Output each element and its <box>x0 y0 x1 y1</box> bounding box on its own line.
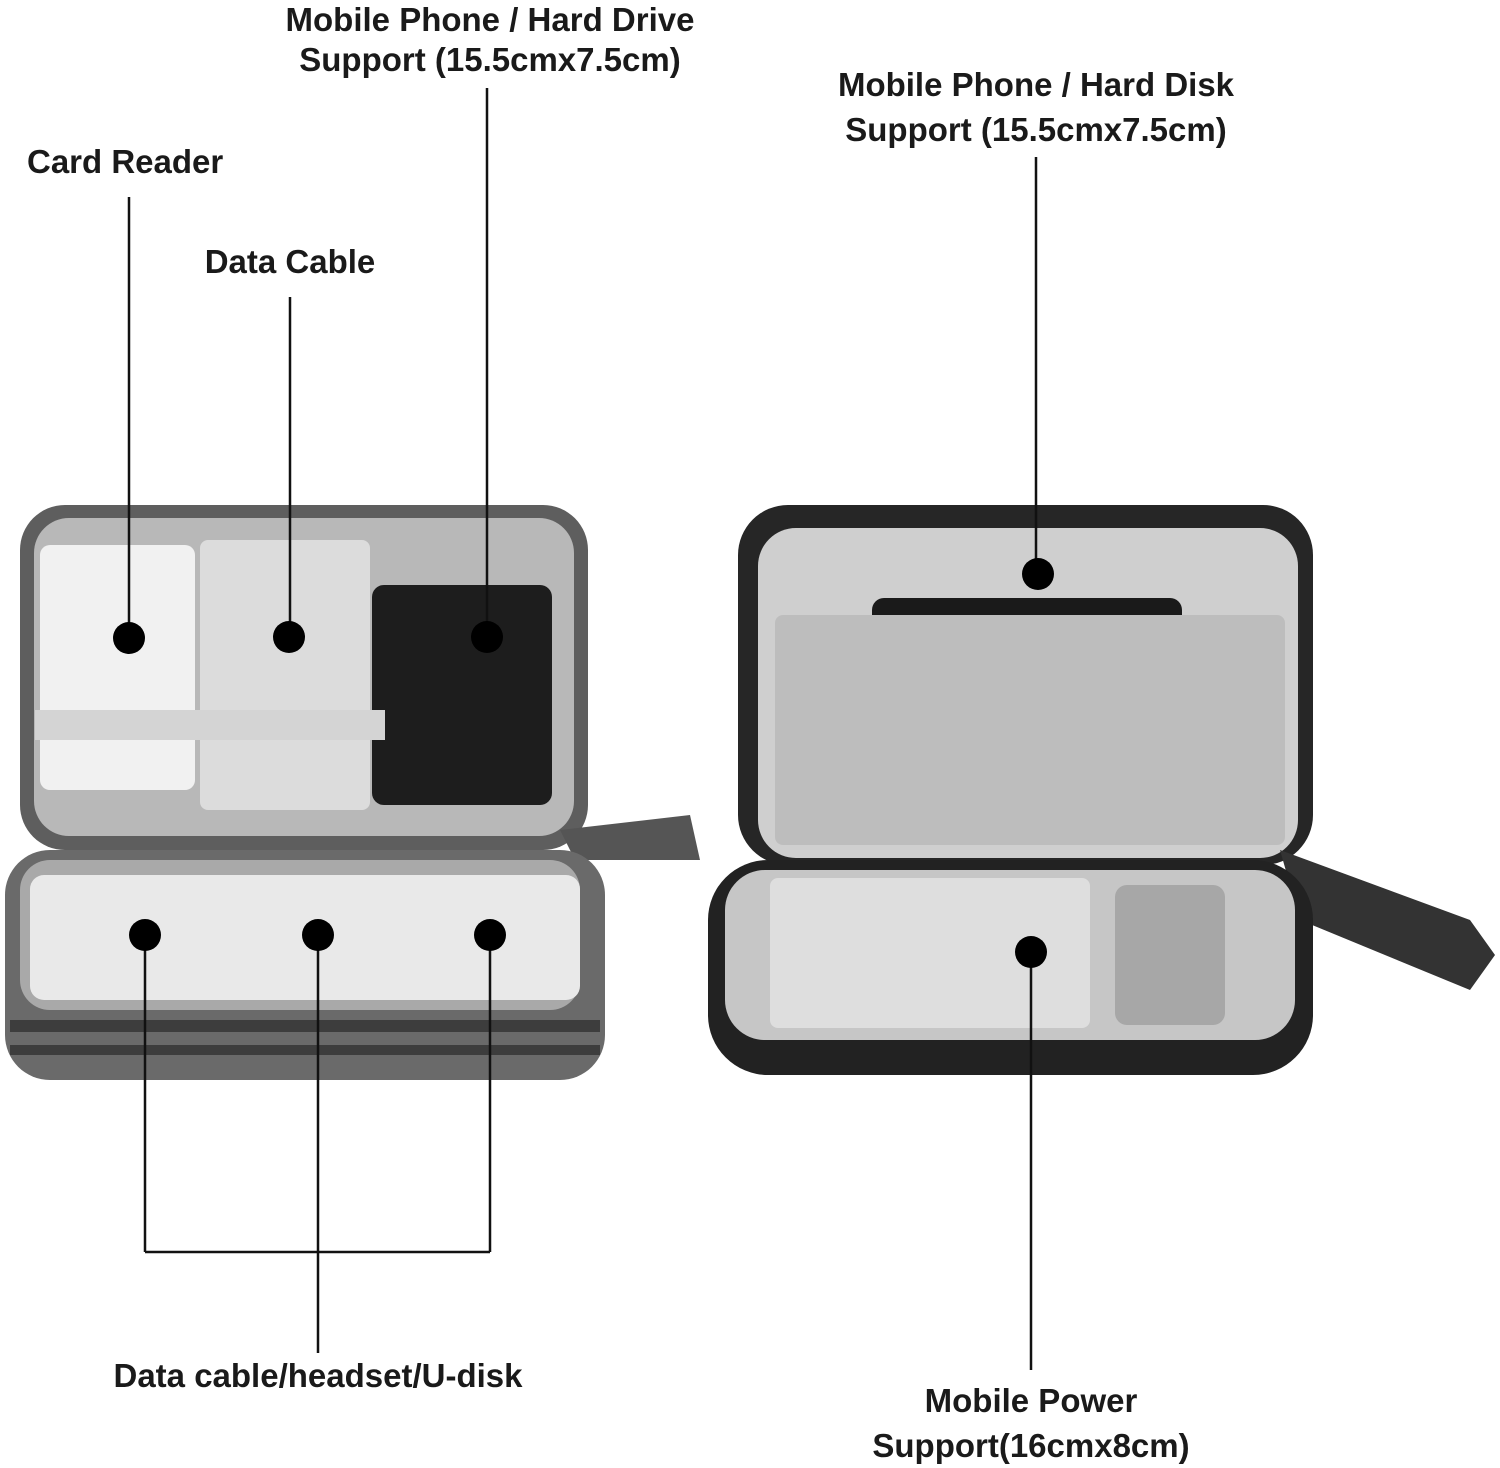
mobile-power-label: Mobile Power Support(16cmx8cm) <box>872 1378 1189 1468</box>
left-bag <box>5 505 700 1080</box>
hard-drive-support-label: Mobile Phone / Hard Drive Support (15.5c… <box>286 0 695 80</box>
leader-lines <box>127 88 1038 1370</box>
label-line: Mobile Phone / Hard Disk <box>837 66 1235 103</box>
data-cable-label: Data Cable <box>204 243 376 280</box>
label-line: Support(16cmx8cm) <box>872 1427 1190 1464</box>
label-line: Support (15.5cmx7.5cm) <box>845 111 1227 148</box>
bottom-pockets-label: Data cable/headset/U-disk <box>113 1357 523 1394</box>
label-line: Mobile Power <box>924 1382 1138 1419</box>
card-reader-label: Card Reader <box>27 143 224 180</box>
label-line: Support (15.5cmx7.5cm) <box>299 41 681 78</box>
hard-disk-support-label: Mobile Phone / Hard Disk Support (15.5cm… <box>838 62 1234 152</box>
marker-dots <box>113 558 1054 968</box>
label-line: Mobile Phone / Hard Drive <box>285 1 695 38</box>
right-bag <box>708 505 1495 1075</box>
